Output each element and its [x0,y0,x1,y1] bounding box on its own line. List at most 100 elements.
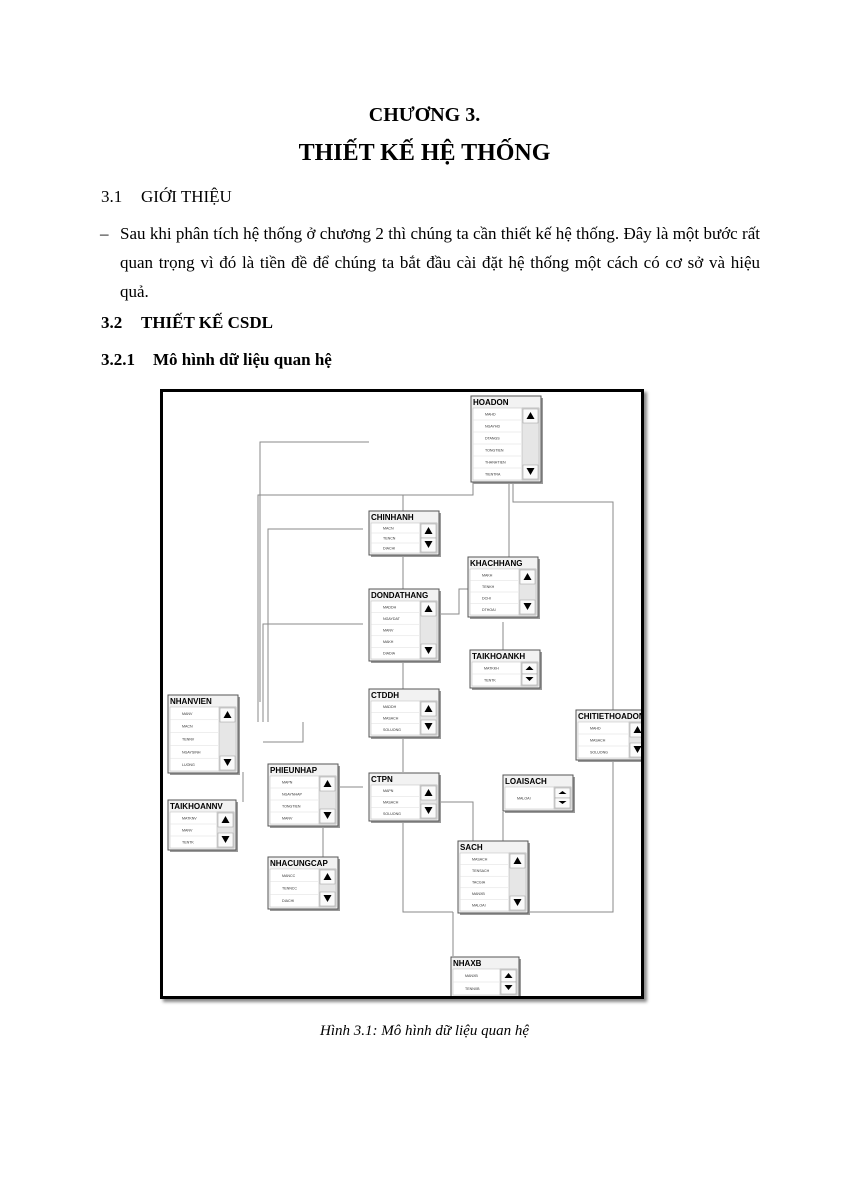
column-name: NGAYHD [485,425,501,429]
column-name: TACGIA [472,881,486,885]
column-name: MANXB [465,974,478,978]
column-name: TENNCC [282,887,297,891]
column-name: TONGTIEN [282,805,301,809]
subsection-title: Mô hình dữ liệu quan hệ [153,350,332,369]
column-name: MANV [282,817,293,821]
section-title: GIỚI THIỆU [141,187,232,206]
arrow-up-icon [424,789,433,796]
relational-diagram: HOADON MAHD NGAYHD DTANGS TONGTIEN THANHTIEN T… [160,389,644,999]
column-name: TENTK [182,841,194,845]
column-name: MANCC [282,874,296,878]
column-name: MASACH [590,739,606,743]
column-name: DIACHI [383,547,395,551]
arrow-down-icon [424,807,433,814]
table-name: KHACHHANG [470,559,522,568]
figure-caption: Hình 3.1: Mô hình dữ liệu quan hệ [0,1023,849,1040]
table-boxes: HOADON MAHD NGAYHD DTANGS TONGTIEN THANHTIEN T… [167,395,641,996]
erd-canvas: HOADON MAHD NGAYHD DTANGS TONGTIEN THANHTIEN T… [167,395,641,996]
arrow-down-icon [221,836,230,843]
subsection-number: 3.2.1 [101,350,135,369]
arrow-up-icon [558,791,567,794]
scroll-down-button[interactable] [629,742,641,758]
column-name: SOLUONG [383,728,401,732]
arrow-down-icon [558,801,567,804]
column-name: TENCN [383,537,396,541]
column-name: THANHTIEN [485,461,506,465]
scrollbar[interactable] [521,407,540,481]
column-name: DTANGS [485,437,500,441]
column-name: MATKNV [182,817,197,821]
table-name: CHITIETHOADON [578,712,641,721]
chapter-title: THIẾT KẾ HỆ THỐNG [298,140,551,166]
table-name: DONDATHANG [371,591,428,600]
column-name: MAPN [282,781,293,785]
arrow-down-icon [223,759,232,766]
column-name: MANV [182,829,193,833]
scrollbar[interactable] [218,706,237,772]
arrow-down-icon [424,647,433,654]
table-name: LOAISACH [505,777,547,786]
table-name: HOADON [473,398,509,407]
column-name: SOLUONG [590,751,608,755]
arrow-down-icon [513,899,522,906]
column-name: DCHI [482,596,491,600]
section-number: 3.2 [101,313,123,332]
column-name: MADDH [383,605,397,609]
column-name: MASACH [383,717,399,721]
column-name: MAHD [485,413,496,417]
table-name: CTDDH [371,691,399,700]
paragraph-text: Sau khi phân tích hệ thống ở chương 2 th… [120,224,760,301]
column-name: MANXB [472,892,485,896]
relationship-lines [242,441,614,956]
column-name: NGAYDAT [383,617,401,621]
column-name: TENTK [484,679,496,683]
arrow-down-icon [526,468,535,475]
column-name: TONGTIEN [485,449,504,453]
column-name: DIACHI [282,899,294,903]
table-name: TAIKHOANKH [472,652,525,661]
column-name: SOLUONG [383,812,401,816]
table-taikhoannv: TAIKHOANNV MATKNV MANV TENTK [167,799,238,852]
column-name: MATKKH [484,667,499,671]
column-name: TIENTRA [485,473,501,477]
arrow-down-icon [633,746,641,753]
arrow-up-icon [424,527,433,534]
table-name: SACH [460,843,483,852]
table-name: CTPN [371,775,393,784]
column-name: NGAYSINH [182,750,201,754]
intro-paragraph: – Sau khi phân tích hệ thống ở chương 2 … [100,219,760,306]
column-name: MASACH [383,801,399,805]
arrow-up-icon [424,705,433,712]
arrow-up-icon [513,857,522,864]
table-name: PHIEUNHAP [270,766,318,775]
column-name: MACN [383,527,394,531]
table-name: NHAXB [453,959,482,968]
column-name: TENSACH [472,869,490,873]
caption-text: Mô hình dữ liệu quan hệ [377,1023,529,1039]
arrow-up-icon [504,973,513,978]
arrow-up-icon [323,780,332,787]
chapter-number: CHƯƠNG 3. [368,104,481,126]
column-name: MALOAI [472,904,486,908]
table-taikhoankh: TAIKHOANKH MATKKH TENTK [469,649,542,690]
column-name: MAKH [383,640,394,644]
arrow-up-icon [526,412,535,419]
arrow-down-icon [424,541,433,548]
column-name: LUONG [182,763,195,767]
arrow-up-icon [633,726,641,733]
table-name: TAIKHOANNV [170,802,223,811]
column-name: MACN [182,725,193,729]
table-name: NHANVIEN [170,697,212,706]
column-name: NGAYNHAP [282,793,303,797]
table-phieunhap: PHIEUNHAP MAPN NGAYNHAP TONGTIEN MANV [267,763,340,828]
arrow-down-icon [424,723,433,730]
